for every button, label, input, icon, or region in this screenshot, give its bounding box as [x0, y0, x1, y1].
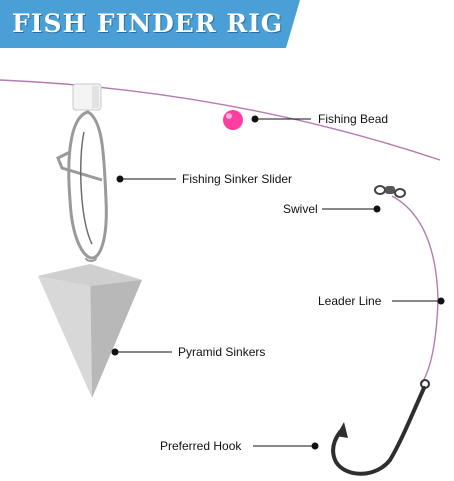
- swivel-eye-left: [374, 185, 386, 195]
- label-preferred-hook: Preferred Hook: [160, 439, 242, 453]
- fish-hook: [331, 379, 430, 476]
- swivel-eye-right: [394, 188, 406, 198]
- snap-inner: [79, 131, 93, 245]
- banner-shape: [0, 0, 300, 48]
- slider-tube-shade: [92, 86, 99, 108]
- swivel-barrel: [385, 186, 395, 194]
- bead-highlight: [226, 113, 232, 119]
- label-pyramid-sinkers: Pyramid Sinkers: [178, 345, 266, 359]
- hook-barb: [336, 422, 348, 438]
- diagram-title: FISH FINDER RIG: [12, 9, 284, 38]
- pointer-leader-line: [392, 297, 445, 305]
- pointer-fishing-bead: [251, 115, 311, 123]
- snap-loop: [67, 110, 108, 260]
- label-swivel: Swivel: [283, 202, 318, 216]
- pointer-pyramid-sinkers: [111, 348, 172, 356]
- snap-clip: [56, 150, 103, 182]
- label-sinker-slider: Fishing Sinker Slider: [182, 172, 293, 186]
- sinker-slider: [56, 83, 108, 260]
- leader-line: [391, 195, 439, 384]
- title-banner: [0, 0, 300, 48]
- label-leader-line: Leader Line: [318, 294, 382, 308]
- fishing-bead: [223, 110, 243, 130]
- sinker-top: [38, 264, 142, 286]
- hook-shank: [331, 386, 426, 476]
- pointer-swivel: [322, 205, 381, 213]
- sinker-eye: [85, 257, 97, 262]
- main-fishing-line: [0, 79, 441, 161]
- sinker-right-face: [90, 264, 142, 398]
- pointer-preferred-hook: [253, 442, 319, 450]
- pyramid-sinker: [38, 257, 142, 398]
- sinker-left-face: [38, 264, 92, 398]
- pointer-sinker-slider: [116, 175, 176, 183]
- label-fishing-bead: Fishing Bead: [318, 112, 389, 126]
- swivel: [374, 185, 406, 198]
